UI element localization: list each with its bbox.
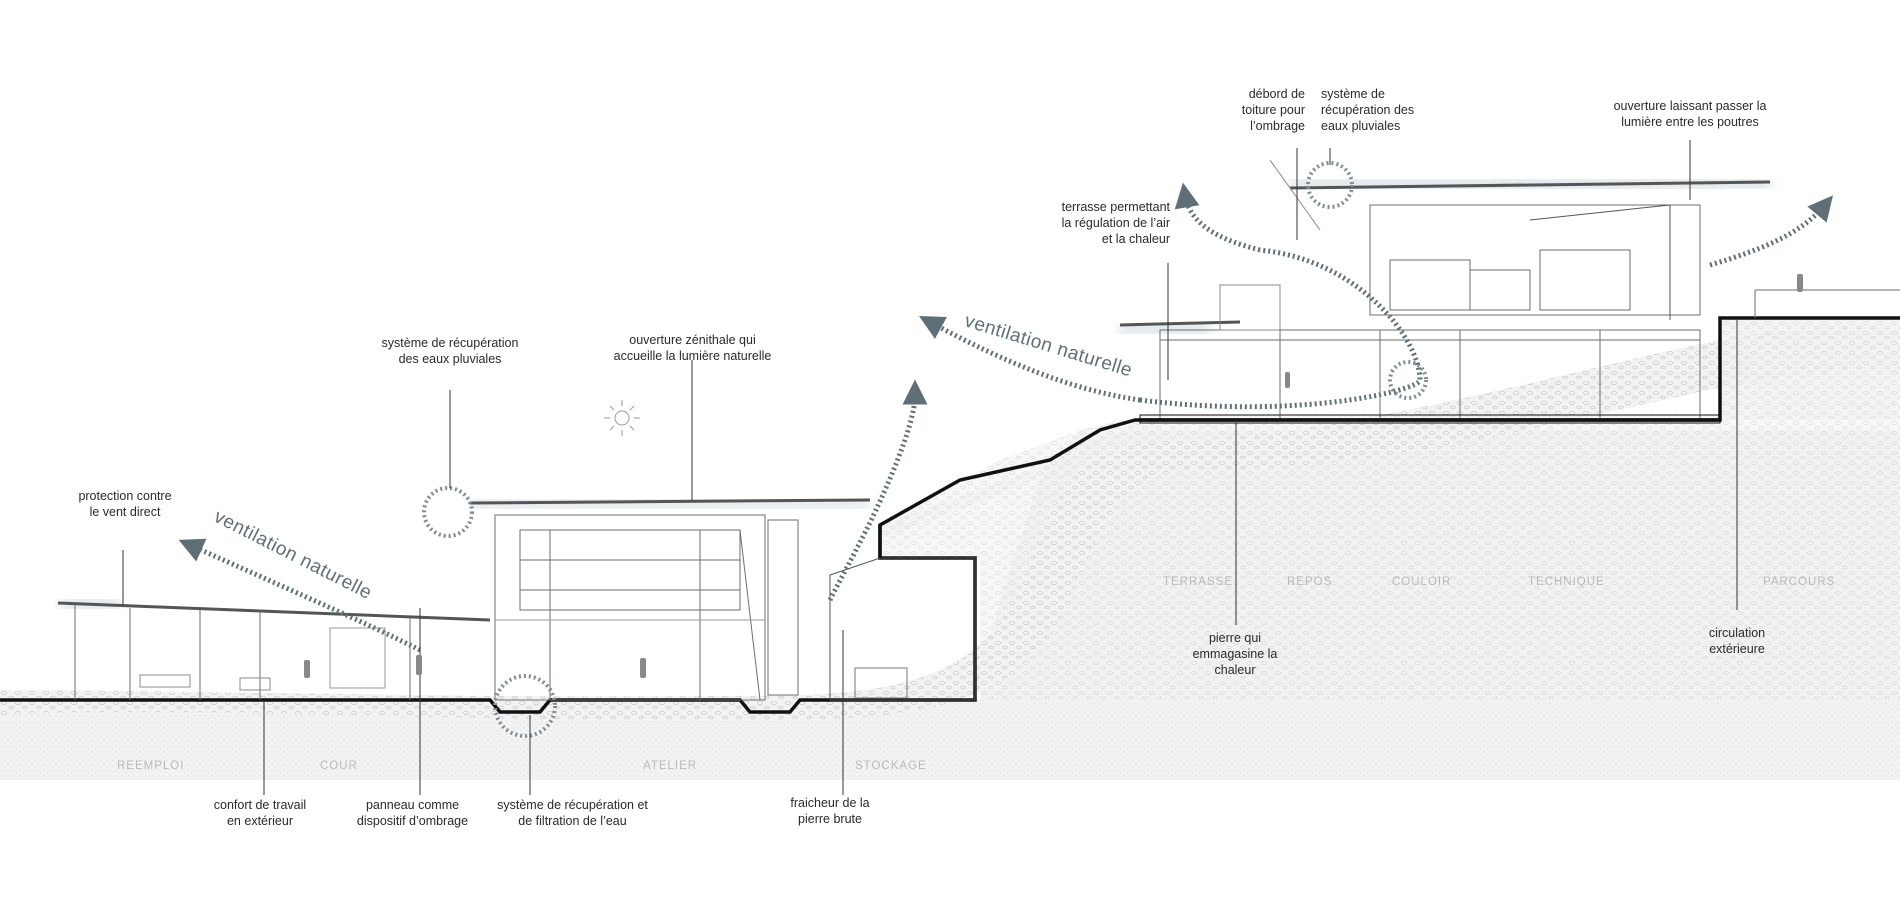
- annotation-recup-eaux-left: système de récupération des eaux pluvial…: [381, 336, 519, 366]
- annotation-recup-eaux-right: système de récupération des eaux pluvial…: [1321, 87, 1415, 133]
- sun-icon: [604, 400, 640, 436]
- stockage-block: [829, 525, 976, 701]
- people-figures: [304, 274, 1803, 678]
- annotation-pierre-chaleur: pierre qui emmagasine la chaleur: [1192, 631, 1278, 677]
- annotation-confort-travail: confort de travail en extérieur: [213, 798, 307, 828]
- annotation-debord-toiture: débord de toiture pour l’ombrage: [1241, 87, 1305, 133]
- hill-fill: [880, 318, 1900, 700]
- zone-terrasse: TERRASSE: [1163, 576, 1233, 588]
- zone-repos: REPOS: [1287, 576, 1333, 588]
- zone-atelier: ATELIER: [643, 760, 698, 772]
- annotation-recup-filtration: système de récupération et de filtration…: [497, 798, 648, 828]
- zone-parcours: PARCOURS: [1763, 576, 1836, 588]
- zone-reemploi: REEMPLOI: [117, 760, 185, 772]
- zone-stockage: STOCKAGE: [855, 760, 927, 772]
- annotation-terrasse-regulation: terrasse permettant la régulation de l’a…: [1061, 200, 1170, 246]
- zone-couloir: COULOIR: [1392, 576, 1452, 588]
- annotation-panneau-ombrage: panneau comme dispositif d’ombrage: [356, 798, 469, 828]
- atelier-building: [469, 498, 871, 701]
- zone-technique: TECHNIQUE: [1528, 576, 1605, 588]
- leader-lines: [122, 140, 1738, 795]
- annotation-protection-vent: protection contre le vent direct: [78, 489, 172, 519]
- zone-cour: COUR: [320, 760, 358, 772]
- parcours-railing: [1754, 289, 1900, 318]
- upper-platform: [1139, 414, 1721, 424]
- ventilation-arrows: [178, 182, 1834, 653]
- annotation-fraicheur-pierre: fraicheur de la pierre brute: [790, 796, 870, 826]
- reemploi-building: [57, 600, 491, 700]
- annotation-ouverture-poutres: ouverture laissant passer la lumière ent…: [1613, 99, 1767, 129]
- annotation-ouverture-zenithale: ouverture zénithale qui accueille la lum…: [613, 333, 772, 363]
- water-circles: [422, 161, 1428, 738]
- annotation-circulation-ext: circulation extérieure: [1708, 626, 1766, 656]
